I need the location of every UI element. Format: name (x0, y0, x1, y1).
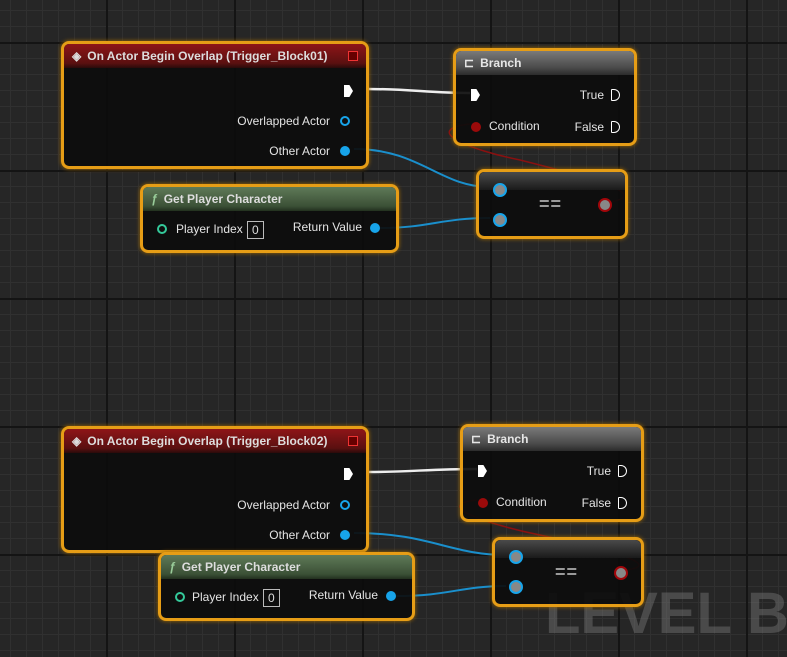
equal-node-2[interactable]: == (492, 537, 644, 607)
node-title: Branch (480, 56, 522, 70)
input-a-pin[interactable] (493, 183, 507, 197)
true-label: True (579, 88, 604, 102)
event-node-overlap-2[interactable]: ◈ On Actor Begin Overlap (Trigger_Block02… (61, 426, 369, 553)
player-index-pin[interactable] (175, 592, 185, 602)
object-wire (353, 148, 491, 188)
bool-output-pin[interactable] (598, 198, 612, 212)
exec-out-pin[interactable] (344, 468, 353, 480)
true-exec-pin[interactable] (618, 465, 627, 477)
false-exec-pin[interactable] (618, 497, 627, 509)
node-title: On Actor Begin Overlap (Trigger_Block01) (87, 49, 328, 63)
get-player-character-node-1[interactable]: ƒ Get Player Character Player Index 0 Ret… (140, 184, 399, 253)
condition-label: Condition (496, 495, 547, 509)
get-player-character-node-2[interactable]: ƒ Get Player Character Player Index 0 Ret… (158, 552, 415, 621)
node-title: Get Player Character (163, 192, 283, 206)
input-b-pin[interactable] (493, 213, 507, 227)
node-title: On Actor Begin Overlap (Trigger_Block02) (87, 434, 328, 448)
equal-node-1[interactable]: == (476, 169, 628, 239)
true-label: True (586, 464, 611, 478)
function-icon: ƒ (169, 560, 176, 574)
pin-label: Other Actor (269, 144, 330, 158)
branch-node-1[interactable]: ⊏ Branch True Condition False (453, 48, 637, 146)
pin-label: Other Actor (269, 528, 330, 542)
delegate-pin-icon[interactable] (348, 51, 358, 61)
pin-label: Overlapped Actor (237, 498, 330, 512)
event-diamond-icon: ◈ (72, 49, 82, 63)
condition-label: Condition (489, 119, 540, 133)
equal-operator: == (539, 194, 563, 214)
player-index-pin[interactable] (157, 224, 167, 234)
return-value-pin[interactable] (386, 591, 396, 601)
return-value-pin[interactable] (370, 223, 380, 233)
branch-node-2[interactable]: ⊏ Branch True Condition False (460, 424, 644, 522)
condition-pin[interactable] (471, 122, 481, 132)
pin-label: Overlapped Actor (237, 114, 330, 128)
equal-operator: == (555, 562, 579, 582)
overlapped-actor-pin[interactable] (340, 116, 350, 126)
other-actor-pin[interactable] (340, 530, 350, 540)
input-a-pin[interactable] (509, 550, 523, 564)
false-exec-pin[interactable] (611, 121, 620, 133)
player-index-label: Player Index (192, 590, 259, 604)
exec-in-pin[interactable] (471, 89, 480, 101)
player-index-input[interactable]: 0 (263, 589, 280, 607)
true-exec-pin[interactable] (611, 89, 620, 101)
player-index-input[interactable]: 0 (247, 221, 264, 239)
function-icon: ƒ (151, 192, 158, 206)
object-wire (353, 532, 507, 556)
false-label: False (581, 496, 611, 510)
false-label: False (574, 120, 604, 134)
delegate-pin-icon[interactable] (348, 436, 358, 446)
node-title: Get Player Character (181, 560, 301, 574)
branch-icon: ⊏ (471, 432, 482, 446)
event-node-overlap-1[interactable]: ◈ On Actor Begin Overlap (Trigger_Block01… (61, 41, 369, 169)
exec-in-pin[interactable] (478, 465, 487, 477)
bool-output-pin[interactable] (614, 566, 628, 580)
return-value-label: Return Value (292, 220, 362, 234)
other-actor-pin[interactable] (340, 146, 350, 156)
overlapped-actor-pin[interactable] (340, 500, 350, 510)
branch-icon: ⊏ (464, 56, 475, 70)
condition-pin[interactable] (478, 498, 488, 508)
exec-out-pin[interactable] (344, 85, 353, 97)
node-title: Branch (487, 432, 529, 446)
player-index-label: Player Index (176, 222, 243, 236)
return-value-label: Return Value (308, 588, 378, 602)
input-b-pin[interactable] (509, 580, 523, 594)
event-diamond-icon: ◈ (72, 434, 82, 448)
